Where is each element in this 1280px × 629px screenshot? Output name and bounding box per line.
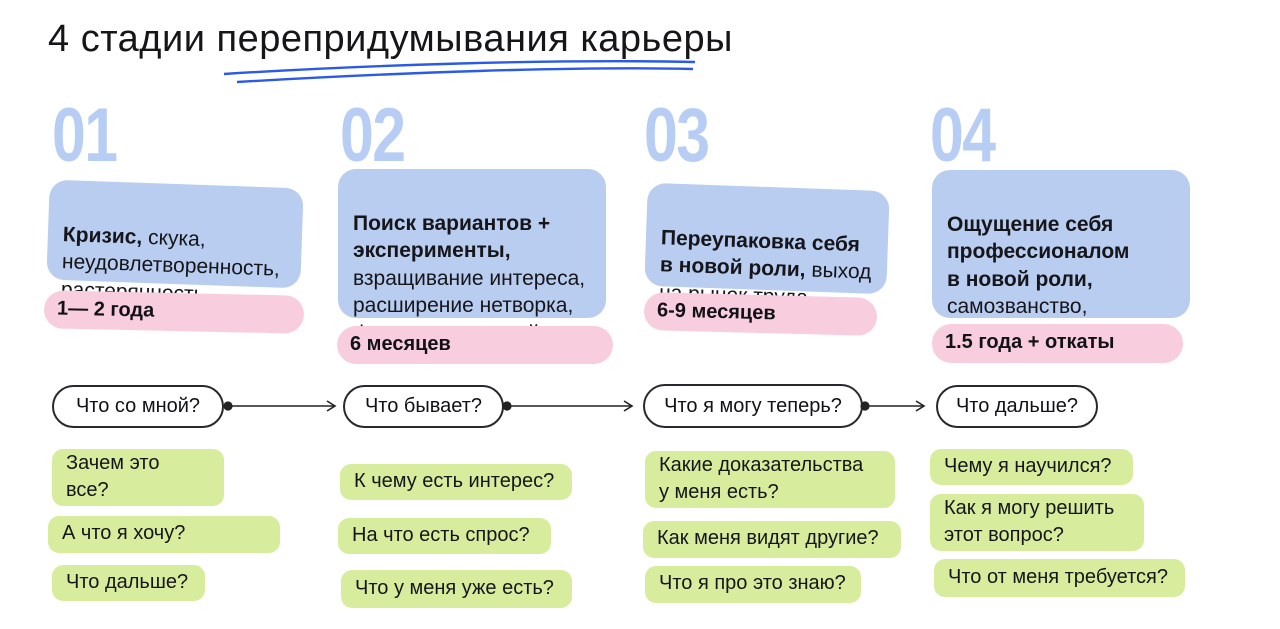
stage-1-prompt-3: Что дальше? <box>52 565 205 601</box>
stage-number-1: 01 <box>52 93 118 178</box>
stage-3-prompt-3: Что я про это знаю? <box>645 566 861 603</box>
stage-1-description-box: Кризис, скука, неудовлетворенность, раст… <box>46 179 304 306</box>
stage-3-prompt-1: Какие доказательства у меня есть? <box>645 451 895 508</box>
stage-3-prompt-2: Как меня видят другие? <box>643 521 901 558</box>
stage-1-description-bold: Кризис, <box>62 222 143 249</box>
stage-4-prompt-2: Как я могу решить этот вопрос? <box>930 494 1144 551</box>
title-underline-decoration <box>223 60 696 84</box>
flow-arrow-1-icon <box>223 400 337 412</box>
stage-4-question-oval: Что дальше? <box>936 385 1098 428</box>
stage-4-prompt-3: Что от меня требуется? <box>934 559 1185 597</box>
flow-arrow-2-icon <box>502 400 634 412</box>
stage-1-prompt-1: Зачем это все? <box>52 449 224 506</box>
stage-4-prompt-1: Чему я научился? <box>930 449 1133 485</box>
stage-4-description-box: Ощущение себя профессионалом в новой рол… <box>932 170 1190 343</box>
stage-3-question-oval: Что я могу теперь? <box>643 384 863 428</box>
stage-2-duration-badge: 6 месяцев <box>337 326 613 364</box>
stage-2-prompt-2: На что есть спрос? <box>338 518 551 554</box>
stage-1-duration-badge: 1— 2 года <box>43 290 305 334</box>
stage-2-question-oval: Что бывает? <box>343 385 504 428</box>
stage-2-prompt-1: К чему есть интерес? <box>340 464 572 500</box>
stage-number-4: 04 <box>930 93 996 178</box>
stage-3-duration-badge: 6-9 месяцев <box>643 291 878 337</box>
stage-number-2: 02 <box>340 93 406 178</box>
page-title: 4 стадии перепридумывания карьеры <box>48 18 733 60</box>
stage-2-prompt-3: Что у меня уже есть? <box>341 570 572 608</box>
stage-3-description-box: Переупаковка себя в новой роли, выход на… <box>644 182 890 309</box>
stage-2-description-box: Поиск вариантов + эксперименты, взращива… <box>338 169 606 343</box>
flow-arrow-3-icon <box>860 400 926 412</box>
stage-2-description-bold: Поиск вариантов + эксперименты, <box>353 211 551 263</box>
stage-4-duration-badge: 1.5 года + откаты <box>932 324 1183 363</box>
stage-1-question-oval: Что со мной? <box>52 385 224 428</box>
stage-4-description-bold: Ощущение себя профессионалом в новой рол… <box>947 212 1130 291</box>
stage-1-prompt-2: А что я хочу? <box>48 516 280 553</box>
stage-number-3: 03 <box>644 93 710 178</box>
